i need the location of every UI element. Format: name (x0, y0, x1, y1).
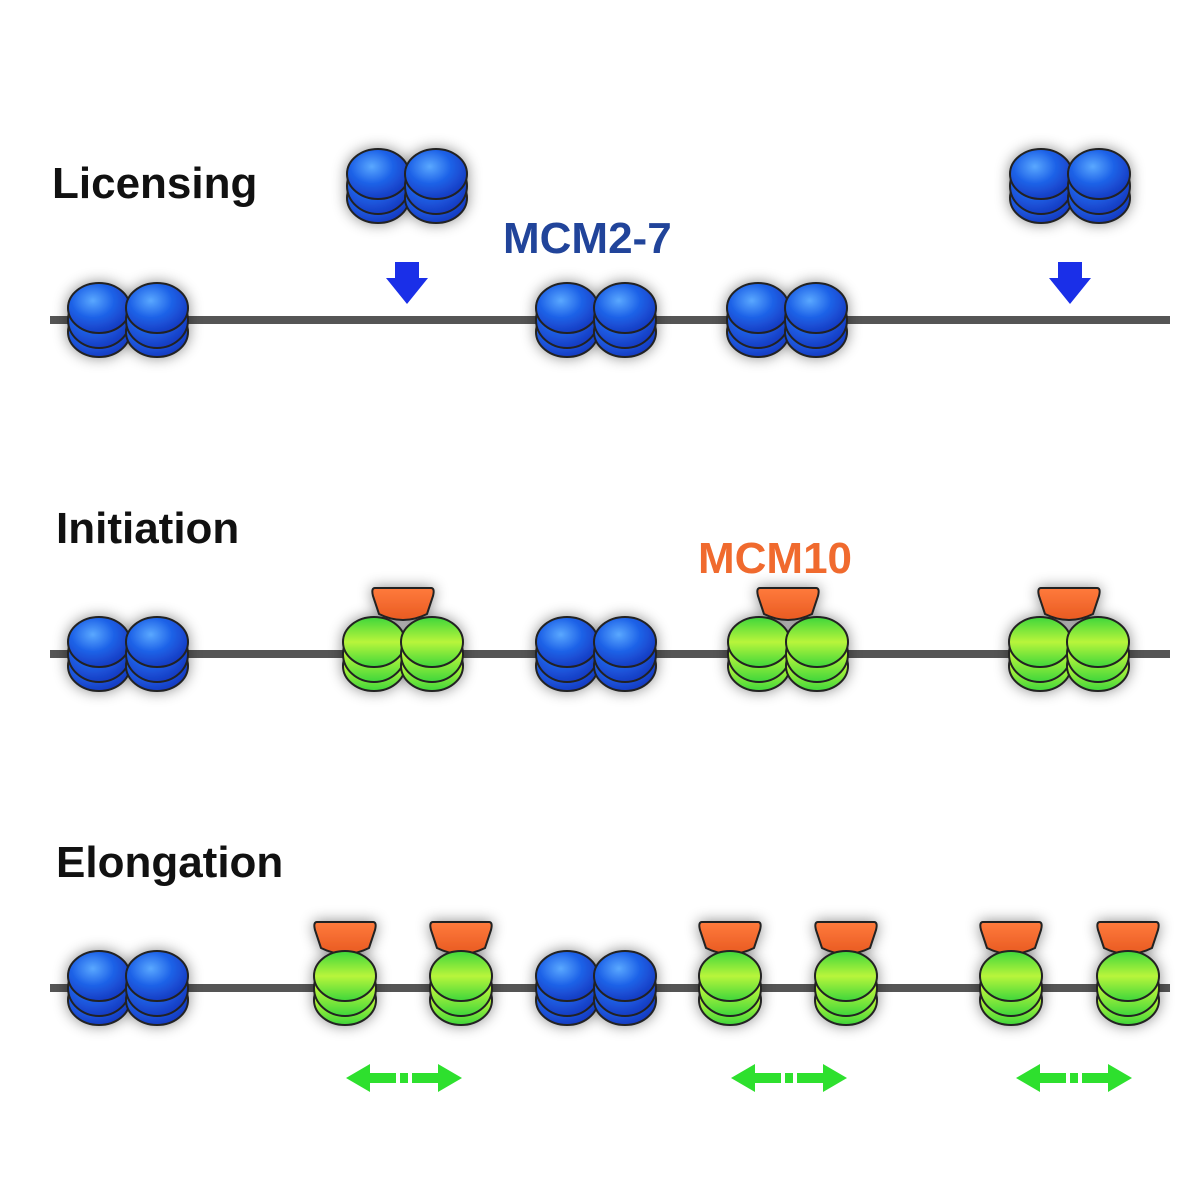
active-helicase-single (429, 921, 493, 1026)
active-helicase-single (979, 921, 1043, 1026)
stage-title-licensing: Licensing (52, 159, 257, 208)
stage-title-initiation: Initiation (56, 504, 239, 553)
active-helicase-single (814, 921, 878, 1026)
stage-title-elongation: Elongation (56, 838, 283, 887)
loading-arrow-icon (1049, 262, 1091, 304)
active-helicase-double (727, 587, 849, 692)
active-helicase-single (698, 921, 762, 1026)
bidirectional-fork-arrow-icon (731, 1064, 847, 1092)
mcm27-complex (535, 616, 657, 692)
bidirectional-fork-arrow-icon (1016, 1064, 1132, 1092)
active-helicase-double (342, 587, 464, 692)
mcm27-complex-free (1009, 148, 1131, 224)
bidirectional-fork-arrow-icon (346, 1064, 462, 1092)
mcm27-complex-free (346, 148, 468, 224)
mcm27-complex (67, 616, 189, 692)
loading-arrow-icon (386, 262, 428, 304)
active-helicase-single (1096, 921, 1160, 1026)
mcm10-label: MCM10 (698, 534, 852, 583)
mcm27-complex (67, 282, 189, 358)
active-helicase-single (313, 921, 377, 1026)
mcm27-label: MCM2-7 (503, 214, 672, 263)
active-helicase-double (1008, 587, 1130, 692)
mcm27-complex (726, 282, 848, 358)
mcm27-complex (67, 950, 189, 1026)
mcm27-complex (535, 950, 657, 1026)
mcm27-complex (535, 282, 657, 358)
